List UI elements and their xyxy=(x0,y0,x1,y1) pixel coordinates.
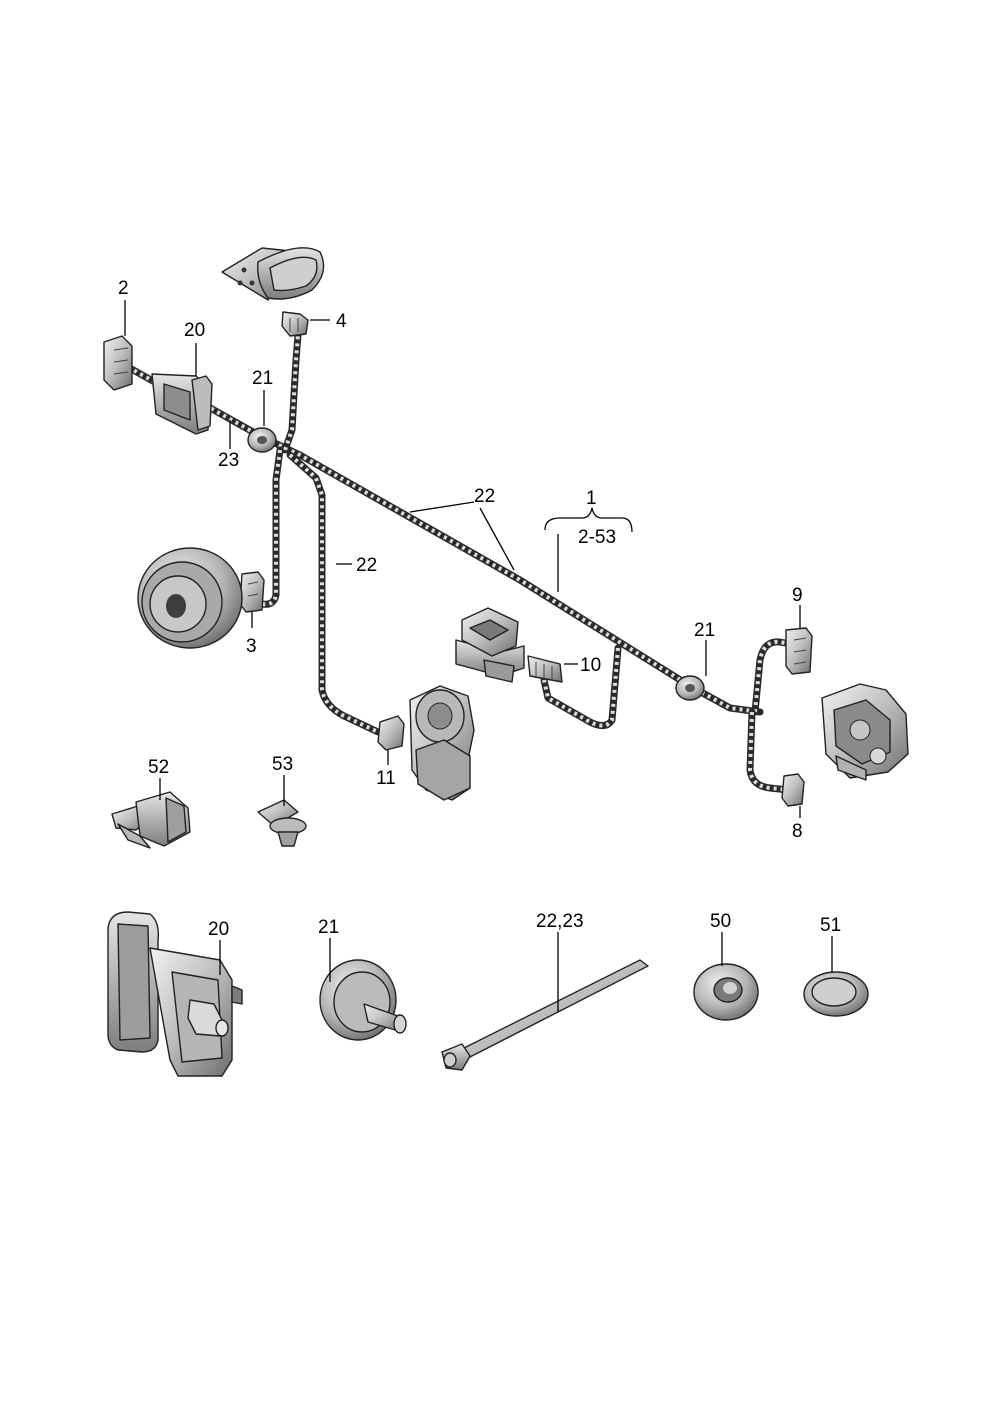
connector-2 xyxy=(103,335,133,391)
label-21-bottom: 21 xyxy=(318,917,339,938)
grommet-20-on-harness xyxy=(151,373,213,435)
label-52: 52 xyxy=(148,757,169,778)
label-51: 51 xyxy=(820,915,841,936)
connector-8 xyxy=(781,773,805,807)
label-4: 4 xyxy=(336,311,347,332)
connector-9 xyxy=(785,627,813,675)
connector-3 xyxy=(239,571,265,613)
speaker-part xyxy=(137,547,243,649)
label-21-top: 21 xyxy=(252,368,273,389)
label-2: 2 xyxy=(118,278,129,299)
label-20-bottom: 20 xyxy=(208,919,229,940)
grommet-21-on-harness-right xyxy=(675,675,705,701)
label-10: 10 xyxy=(580,655,601,676)
part-number-labels: 2 20 4 21 23 22 22 1 2-53 3 9 21 10 11 8… xyxy=(118,278,841,940)
cable-tie-part xyxy=(441,959,649,1071)
label-22-main: 22 xyxy=(474,486,495,507)
grommet-21-on-harness-left xyxy=(247,427,277,453)
label-1: 1 xyxy=(586,488,597,509)
label-11: 11 xyxy=(376,768,396,789)
label-2-53: 2-53 xyxy=(578,527,616,548)
clip-52-part xyxy=(111,791,191,849)
part-50 xyxy=(693,963,759,1021)
door-lock-part xyxy=(821,683,909,781)
label-20-top: 20 xyxy=(184,320,205,341)
window-switch-part xyxy=(455,607,525,683)
label-50: 50 xyxy=(710,911,731,932)
leader-lines xyxy=(124,300,833,1012)
mirror-part xyxy=(221,247,325,301)
label-53: 53 xyxy=(272,754,293,775)
connector-4 xyxy=(281,311,309,337)
label-22-23: 22,23 xyxy=(536,911,584,932)
label-21-right: 21 xyxy=(694,620,715,641)
grommet-20-bottom-part xyxy=(107,911,243,1077)
label-8: 8 xyxy=(792,821,803,842)
grommet-21-bottom-part xyxy=(319,959,407,1041)
clip-53-part xyxy=(257,799,307,847)
label-23-top: 23 xyxy=(218,450,239,471)
connector-10 xyxy=(527,655,563,683)
window-motor-part xyxy=(377,685,475,801)
label-9: 9 xyxy=(792,585,803,606)
label-3: 3 xyxy=(246,636,257,657)
part-51 xyxy=(803,971,869,1017)
label-22-left: 22 xyxy=(356,555,377,576)
